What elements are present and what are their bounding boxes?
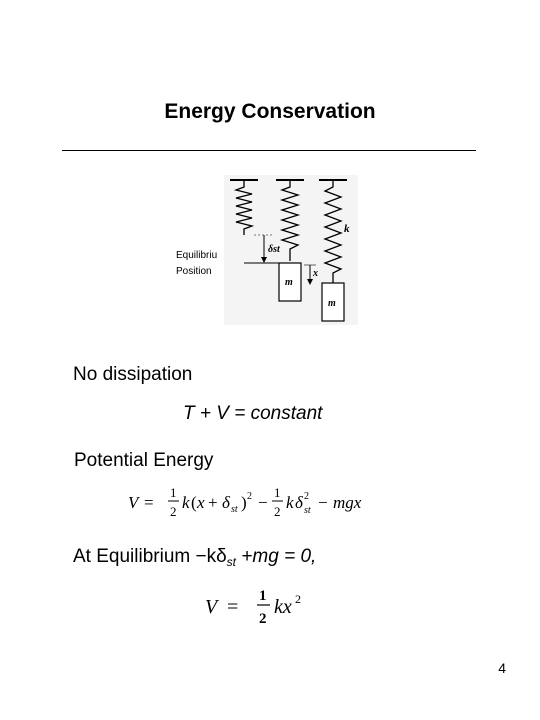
no-dissipation-text: No dissipation xyxy=(73,364,193,385)
potential-energy-heading: Potential Energy xyxy=(74,450,214,471)
x-label: x xyxy=(312,268,318,279)
svg-text:st: st xyxy=(304,505,311,516)
svg-text:k: k xyxy=(286,493,294,512)
slide-title: Energy Conservation xyxy=(164,100,376,123)
svg-text:mgx: mgx xyxy=(333,493,362,512)
equilibrium-condition: At Equilibrium −kδst +mg = 0, xyxy=(73,546,316,569)
svg-text:2: 2 xyxy=(304,491,309,502)
svg-text:1: 1 xyxy=(170,485,177,500)
svg-text:(: ( xyxy=(191,493,197,512)
svg-text:=: = xyxy=(144,493,154,512)
svg-text:−: − xyxy=(318,493,328,512)
svg-text:−: − xyxy=(258,493,268,512)
svg-text:x: x xyxy=(196,493,205,512)
spring-mass-diagram: k δst x m m xyxy=(224,175,358,325)
svg-text:k: k xyxy=(182,493,190,512)
spring-constant-label: k xyxy=(344,223,350,235)
svg-text:δ: δ xyxy=(222,493,231,512)
mass-label-2: m xyxy=(285,277,293,288)
mass-block-2 xyxy=(278,262,302,302)
conservation-equation: T + V = constant xyxy=(183,403,323,424)
svg-text:V: V xyxy=(205,596,220,618)
svg-text:2: 2 xyxy=(295,592,301,606)
equilibrium-label-line1: Equilibriu xyxy=(176,250,218,261)
equilibrium-subscript: st xyxy=(226,555,237,569)
svg-text:2: 2 xyxy=(247,491,252,502)
mass-block-3 xyxy=(321,282,345,322)
page-number: 4 xyxy=(498,660,506,676)
svg-text:st: st xyxy=(231,504,238,515)
svg-text:2: 2 xyxy=(259,611,267,627)
svg-text:+: + xyxy=(208,493,218,512)
svg-text:=: = xyxy=(227,596,238,618)
spring-1 xyxy=(233,180,255,235)
delta-st-label: δst xyxy=(268,244,281,255)
svg-text:): ) xyxy=(241,493,247,512)
mass-label-3: m xyxy=(328,298,336,309)
equilibrium-prefix: At Equilibrium −kδ xyxy=(73,546,227,567)
equilibrium-label-line2: Position xyxy=(176,266,212,277)
title-divider xyxy=(62,150,476,151)
svg-text:kx: kx xyxy=(274,596,292,618)
potential-energy-equation: V = 1 2 k ( x + δ st ) 2 − 1 2 k δ 2 st … xyxy=(128,485,362,519)
quadratic-potential-equation: V = 1 2 kx 2 xyxy=(205,588,301,627)
svg-text:2: 2 xyxy=(170,504,177,519)
svg-text:1: 1 xyxy=(259,588,267,604)
spring-2 xyxy=(279,180,301,261)
svg-text:δ: δ xyxy=(295,493,304,512)
svg-text:V: V xyxy=(128,493,141,512)
svg-text:2: 2 xyxy=(274,504,281,519)
svg-text:1: 1 xyxy=(274,485,281,500)
spring-3 xyxy=(323,180,343,283)
equilibrium-suffix: +mg = 0, xyxy=(236,546,317,567)
